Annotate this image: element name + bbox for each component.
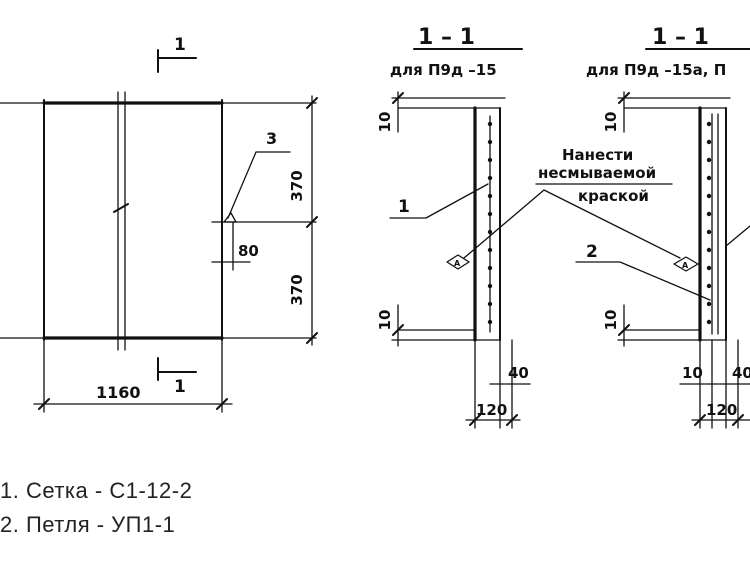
legend-item-1: 1. Сетка - С1-12-2 <box>0 478 193 503</box>
note-line-3: краской <box>578 187 649 205</box>
section-b-dim-inner: 10 <box>682 364 703 382</box>
section-a-dim-total: 120 <box>476 401 507 419</box>
section-a-title: 1 – 1 <box>418 25 475 50</box>
section-b-marker: A <box>682 261 689 270</box>
section-b-subtitle: для П9д –15а, П <box>586 61 726 79</box>
section-b-dim-right: 40 <box>732 364 750 382</box>
dim-offset-80: 80 <box>238 242 259 260</box>
section-b-dim-bottom: 10 <box>602 310 620 331</box>
note-line-2: несмываемой <box>538 164 656 182</box>
section-a-subtitle: для П9д –15 <box>390 61 497 79</box>
paint-note: Нанести несмываемой краской <box>463 146 681 259</box>
section-a-dim-right: 40 <box>508 364 529 382</box>
section-b: 1 – 1 для П9д –15а, П 10 10 <box>575 25 750 429</box>
section-b-dim-top: 10 <box>602 112 620 133</box>
section-mark-top: 1 <box>174 35 186 55</box>
note-line-1: Нанести <box>562 146 633 164</box>
section-b-title: 1 – 1 <box>652 25 709 50</box>
section-mark-bottom: 1 <box>174 377 186 397</box>
section-a-leader-1: 1 <box>398 197 410 217</box>
dim-bottom-370: 370 <box>288 274 306 305</box>
section-a-dim-bottom: 10 <box>376 310 394 331</box>
section-b-dim-total: 120 <box>706 401 737 419</box>
section-a-dim-top: 10 <box>376 112 394 133</box>
plan-view: 1 1 370 370 80 3 1160 <box>0 35 318 413</box>
section-a-marker: A <box>454 259 461 268</box>
section-a: 1 – 1 для П9д –15 10 10 <box>376 25 531 429</box>
leader-3-label: 3 <box>266 129 277 148</box>
dim-top-370: 370 <box>288 170 306 201</box>
section-b-leader-2: 2 <box>586 242 598 262</box>
dim-width-1160: 1160 <box>96 383 141 402</box>
legend-item-2: 2. Петля - УП1-1 <box>0 512 176 537</box>
